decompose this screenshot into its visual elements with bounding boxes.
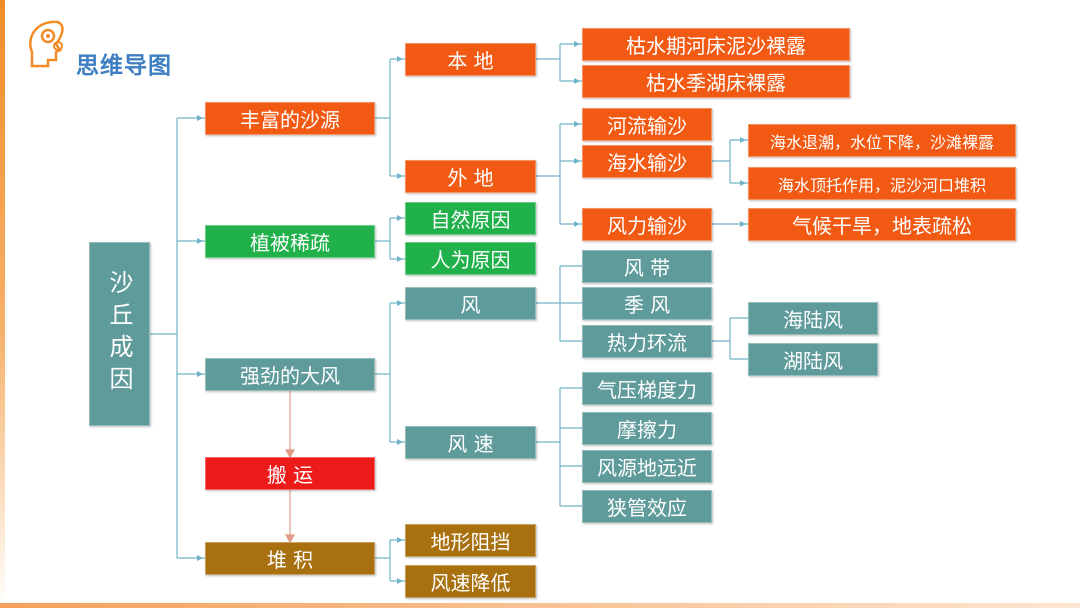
node-vegetation: 植被稀疏	[205, 225, 375, 258]
root-label: 沙丘成因	[105, 270, 133, 398]
node-monsoon: 季 风	[582, 287, 712, 320]
node-dry-riverbed: 枯水期河床泥沙裸露	[582, 28, 850, 61]
node-terrain-block: 地形阻挡	[405, 524, 536, 557]
node-wind-slowdown: 风速降低	[405, 565, 536, 598]
node-tide-ebb: 海水退潮，水位下降，沙滩裸露	[748, 124, 1016, 157]
left-accent-bar	[0, 0, 5, 608]
node-wind-belt: 风 带	[582, 250, 712, 283]
page-title: 思维导图	[76, 53, 172, 79]
node-transport: 搬 运	[205, 457, 375, 490]
node-strong-wind: 强劲的大风	[205, 358, 375, 391]
node-river-transport: 河流输沙	[582, 108, 712, 141]
node-natural-cause: 自然原因	[405, 202, 536, 235]
node-wind-speed: 风 速	[405, 426, 536, 459]
node-venturi-effect: 狭管效应	[582, 490, 712, 523]
node-sand-source: 丰富的沙源	[205, 102, 375, 135]
node-wind: 风	[405, 287, 536, 320]
root-node: 沙丘成因	[89, 242, 150, 426]
node-sea-transport: 海水输沙	[582, 145, 712, 178]
node-wind-transport: 风力输沙	[582, 208, 712, 241]
node-arid-climate: 气候干旱，地表疏松	[748, 208, 1016, 241]
node-local: 本 地	[405, 43, 536, 76]
node-source-distance: 风源地远近	[582, 450, 712, 483]
node-human-cause: 人为原因	[405, 242, 536, 275]
node-estuary-deposit: 海水顶托作用，泥沙河口堆积	[748, 167, 1016, 200]
node-lake-land-breeze: 湖陆风	[748, 343, 878, 376]
node-sea-land-breeze: 海陆风	[748, 302, 878, 335]
node-pressure-gradient: 气压梯度力	[582, 372, 712, 405]
node-dry-lakebed: 枯水季湖床裸露	[582, 65, 850, 98]
bottom-accent-bar	[0, 603, 1080, 608]
node-external: 外 地	[405, 160, 536, 193]
node-deposition: 堆 积	[205, 542, 375, 575]
node-thermal-circulation: 热力环流	[582, 325, 712, 358]
node-friction: 摩擦力	[582, 412, 712, 445]
head-gears-icon	[29, 20, 64, 68]
